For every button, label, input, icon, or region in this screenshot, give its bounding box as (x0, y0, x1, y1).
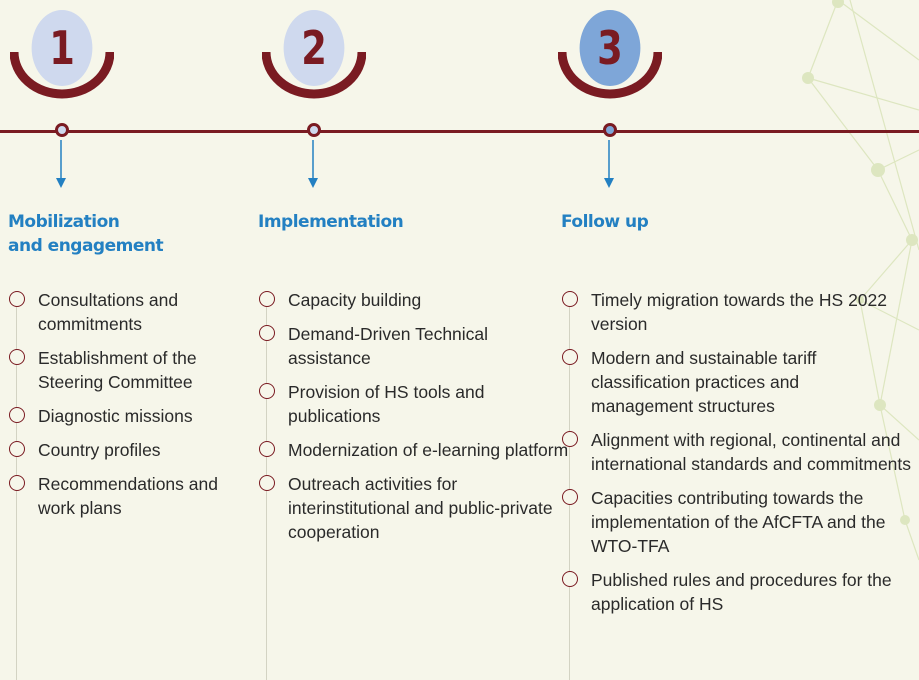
phase-2-list: Capacity building Demand-Driven Technica… (258, 288, 568, 554)
phase-1-number: 1 (31, 10, 93, 86)
phase-1-heading: Mobilization and engagement (8, 210, 164, 258)
list-item: Provision of HS tools and publications (258, 380, 488, 428)
phase-2-node (307, 123, 321, 137)
bullet-circle-icon (259, 441, 275, 457)
phase-3-heading: Follow up (561, 210, 649, 234)
phase-1-arrow-icon (56, 140, 66, 188)
bullet-circle-icon (9, 291, 25, 307)
phase-3-connector (569, 292, 570, 680)
phase-3-arrow-icon (604, 140, 614, 188)
list-item: Capacity building (258, 288, 548, 312)
list-item: Country profiles (8, 438, 236, 462)
list-item: Capacities contributing towards the impl… (561, 486, 917, 558)
phase-2-heading: Implementation (258, 210, 404, 234)
bullet-circle-icon (259, 475, 275, 491)
list-item: Alignment with regional, continental and… (561, 428, 917, 476)
phase-3-arc (558, 51, 662, 99)
phase-2-arrow-icon (308, 140, 318, 188)
list-item: Outreach activities for interinstitution… (258, 472, 563, 544)
bullet-circle-icon (9, 349, 25, 365)
list-item: Demand-Driven Technical assistance (258, 322, 528, 370)
list-item: Modern and sustainable tariff classifica… (561, 346, 891, 418)
bullet-circle-icon (9, 407, 25, 423)
phase-1-title-line1: Mobilization (8, 212, 120, 232)
bullet-circle-icon (259, 383, 275, 399)
phase-1-title-line2: and engagement (8, 236, 164, 256)
bullet-circle-icon (9, 441, 25, 457)
phase-1-node (55, 123, 69, 137)
list-item: Diagnostic missions (8, 404, 236, 428)
timeline-line (0, 130, 919, 133)
bullet-circle-icon (259, 325, 275, 341)
phase-1-arc (10, 51, 114, 99)
list-item: Establishment of the Steering Committee (8, 346, 236, 394)
phase-3-list: Timely migration towards the HS 2022 ver… (561, 288, 917, 626)
list-item: Modernization of e-learning platform (258, 438, 573, 462)
bullet-circle-icon (562, 291, 578, 307)
list-item: Published rules and procedures for the a… (561, 568, 911, 616)
phase-2-title-line1: Implementation (258, 212, 404, 232)
phase-2-number: 2 (283, 10, 345, 86)
phase-2-arc (262, 51, 366, 99)
phase-3-number: 3 (579, 10, 641, 86)
bullet-circle-icon (562, 431, 578, 447)
list-item: Timely migration towards the HS 2022 ver… (561, 288, 891, 336)
bullet-circle-icon (259, 291, 275, 307)
list-item: Consultations and commitments (8, 288, 236, 336)
bullet-circle-icon (562, 349, 578, 365)
bullet-circle-icon (562, 571, 578, 587)
bullet-circle-icon (562, 489, 578, 505)
phase-3-title-line1: Follow up (561, 212, 649, 232)
phase-3-node (603, 123, 617, 137)
phase-1-list: Consultations and commitments Establishm… (8, 288, 236, 530)
bullet-circle-icon (9, 475, 25, 491)
list-item: Recommendations and work plans (8, 472, 236, 520)
